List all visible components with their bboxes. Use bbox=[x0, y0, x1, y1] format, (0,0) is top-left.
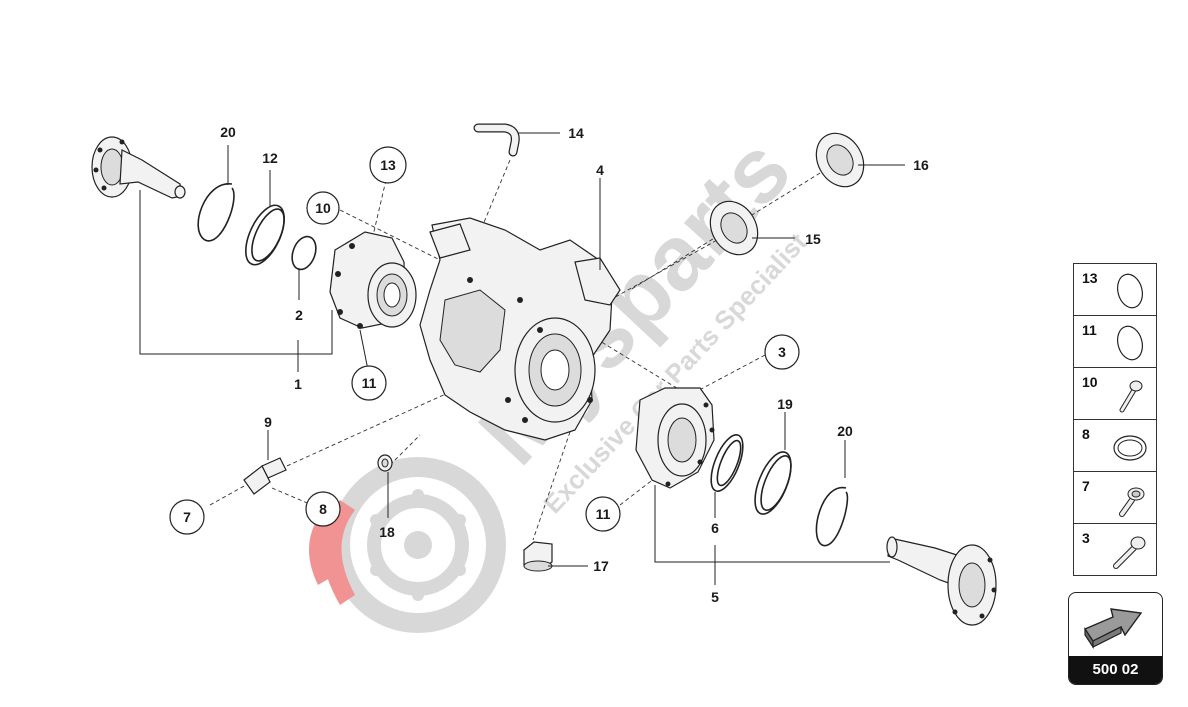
leader-lines bbox=[139, 132, 905, 585]
callout-13: 13 bbox=[380, 157, 396, 173]
seal-ring-6 bbox=[710, 434, 744, 492]
shaft-seal-15 bbox=[709, 200, 759, 256]
callout-4: 4 bbox=[596, 162, 604, 178]
callout-1: 1 bbox=[294, 376, 302, 392]
callout-7: 7 bbox=[183, 509, 191, 525]
legend-row[interactable]: 8 bbox=[1074, 420, 1156, 472]
callout-5: 5 bbox=[711, 589, 719, 605]
shaft-seal-16 bbox=[815, 132, 865, 188]
callout-12: 12 bbox=[262, 150, 278, 166]
callout-17: 17 bbox=[593, 558, 609, 574]
o-ring-2 bbox=[291, 235, 317, 271]
legend-number: 11 bbox=[1082, 322, 1097, 338]
legend-number: 13 bbox=[1082, 270, 1098, 286]
callout-20-left: 20 bbox=[220, 124, 236, 140]
flange-bolt-icon bbox=[1119, 487, 1145, 517]
legend-row[interactable]: 13 bbox=[1074, 264, 1156, 316]
legend-number: 10 bbox=[1082, 374, 1098, 390]
callout-6: 6 bbox=[711, 520, 719, 536]
arrow-right-icon bbox=[1083, 608, 1143, 649]
drive-flange-left bbox=[91, 136, 186, 199]
seal-ring-19 bbox=[754, 451, 792, 515]
plug-18 bbox=[377, 454, 393, 472]
callout-3: 3 bbox=[778, 344, 786, 360]
callout-18: 18 bbox=[379, 524, 395, 540]
legend-number: 7 bbox=[1082, 478, 1090, 494]
o-ring-icon bbox=[1117, 273, 1143, 309]
callout-20-right: 20 bbox=[837, 423, 853, 439]
legend-number: 8 bbox=[1082, 426, 1090, 442]
legend-number: 3 bbox=[1082, 530, 1090, 546]
legend-row[interactable]: 7 bbox=[1074, 472, 1156, 524]
callout-14: 14 bbox=[568, 125, 584, 141]
callout-8: 8 bbox=[319, 501, 327, 517]
callout-10: 10 bbox=[315, 200, 331, 216]
differential-housing bbox=[419, 217, 621, 441]
page-code: 500 02 bbox=[1069, 656, 1162, 684]
legend-row[interactable]: 11 bbox=[1074, 316, 1156, 368]
seal-ring-12 bbox=[245, 204, 285, 266]
legend-row[interactable]: 10 bbox=[1074, 368, 1156, 420]
circlip-left bbox=[197, 183, 235, 242]
callout-circles bbox=[169, 146, 800, 535]
callout-2: 2 bbox=[295, 307, 303, 323]
breather-pipe bbox=[473, 123, 520, 157]
callout-11-left: 11 bbox=[362, 375, 377, 391]
bearing-housing-left bbox=[329, 231, 417, 329]
callout-19: 19 bbox=[777, 396, 793, 412]
callout-labels: 20 12 2 1 13 10 11 14 4 16 15 3 19 20 11… bbox=[183, 124, 929, 605]
long-bolt-icon bbox=[1113, 536, 1146, 569]
watermark-brake-disc-logo bbox=[309, 457, 506, 633]
small-parts-legend: 13 11 10 8 7 3 bbox=[1073, 263, 1157, 576]
plug-17 bbox=[523, 541, 553, 572]
callout-15: 15 bbox=[805, 231, 821, 247]
drain-plug-9 bbox=[243, 457, 287, 495]
callout-11-right: 11 bbox=[596, 506, 611, 522]
circlip-right bbox=[815, 487, 849, 547]
next-page-button[interactable]: 500 02 bbox=[1068, 592, 1163, 685]
callout-9: 9 bbox=[264, 414, 272, 430]
bearing-housing-right bbox=[635, 387, 715, 489]
bolt-icon bbox=[1119, 380, 1143, 413]
o-ring-icon bbox=[1117, 325, 1143, 361]
callout-16: 16 bbox=[913, 157, 929, 173]
legend-row[interactable]: 3 bbox=[1074, 524, 1156, 575]
seal-ring-icon bbox=[1113, 435, 1147, 461]
drive-flange-right bbox=[886, 536, 997, 626]
